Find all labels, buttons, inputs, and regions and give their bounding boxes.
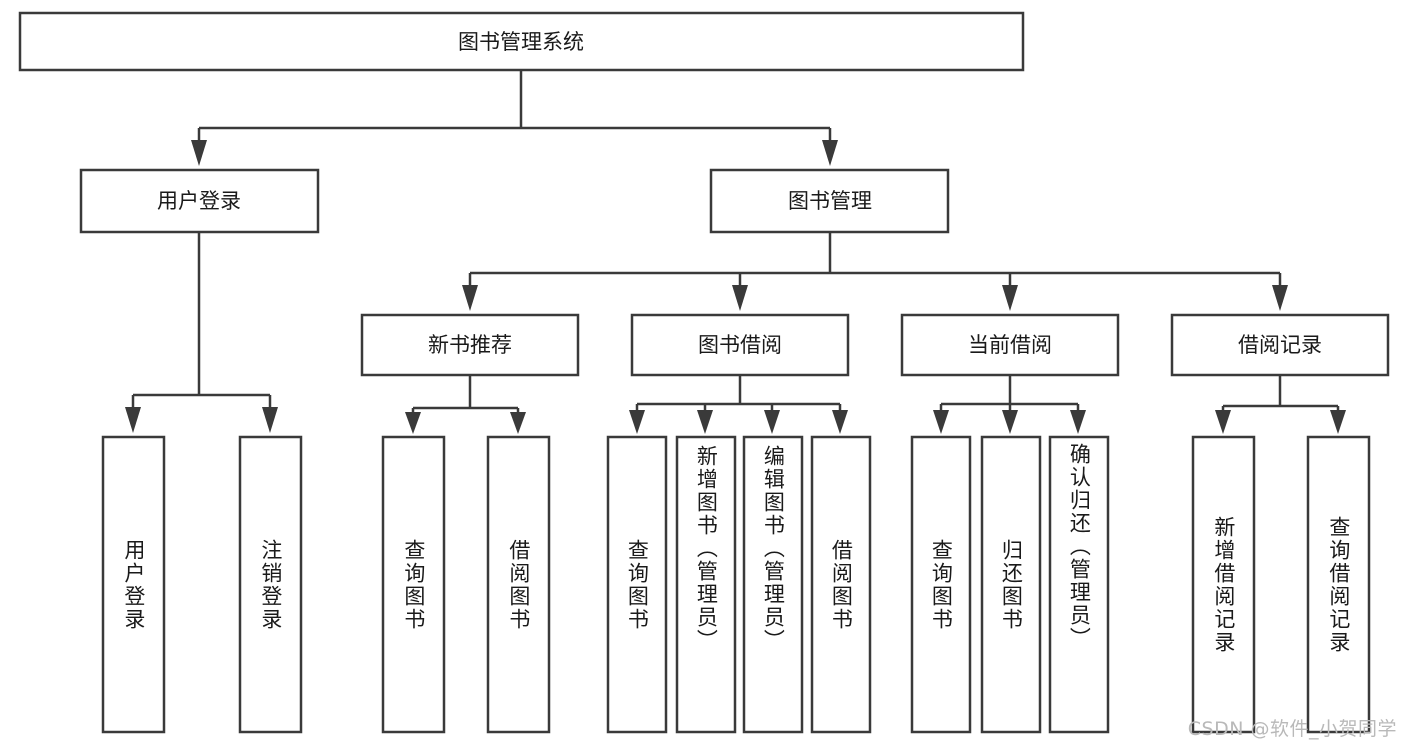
node-current-borrow-label: 当前借阅	[968, 333, 1052, 357]
leaf-box-borrow-records-0[interactable]	[1191, 435, 1256, 734]
node-user-login-label: 用户登录	[157, 189, 241, 213]
leaf-box-current-borrow-1[interactable]	[980, 435, 1042, 734]
arrow-head-cb-leaf-0	[933, 410, 949, 434]
node-root-box[interactable]	[18, 11, 1025, 72]
leaf-box-new-book-1[interactable]	[486, 435, 551, 734]
arrow-head-cb-leaf-1	[1002, 410, 1018, 434]
node-book-borrow-label: 图书借阅	[698, 333, 782, 357]
arrow-head-l3-book-borrow	[732, 285, 748, 311]
arrow-head-bb-leaf-1	[697, 410, 713, 434]
node-root-label: 图书管理系统	[458, 30, 584, 54]
leaf-box-book-borrow-0[interactable]	[606, 435, 668, 734]
leaf-box-current-borrow-0[interactable]	[910, 435, 972, 734]
node-book-management-box[interactable]	[709, 168, 950, 234]
leaf-box-book-borrow-2[interactable]	[742, 435, 804, 734]
node-borrow-records-label: 借阅记录	[1238, 333, 1322, 357]
node-book-management-label: 图书管理	[788, 189, 872, 213]
arrow-head-user-login	[191, 140, 207, 166]
connector-group-root	[191, 70, 838, 166]
leaf-box-book-borrow-1[interactable]	[675, 435, 737, 734]
node-current-borrow[interactable]: 当前借阅	[900, 313, 1120, 377]
arrow-head-ul-leaf-0	[125, 407, 141, 433]
leaf-box-current-borrow-2[interactable]	[1048, 435, 1110, 734]
node-user-login[interactable]: 用户登录	[79, 168, 320, 234]
arrow-head-br-leaf-1	[1330, 410, 1346, 434]
arrow-head-book-mgmt	[822, 140, 838, 166]
arrow-head-br-leaf-0	[1215, 410, 1231, 434]
arrow-head-bb-leaf-0	[629, 410, 645, 434]
watermark-text: CSDN @软件_小贺同学	[1187, 718, 1397, 740]
node-current-borrow-box[interactable]	[900, 313, 1120, 377]
leaf-box-borrow-records-1[interactable]	[1306, 435, 1371, 734]
connector-group-new-book	[405, 375, 526, 434]
node-new-book-recommend[interactable]: 新书推荐	[360, 313, 580, 377]
connector-group-borrow-records	[1215, 375, 1346, 434]
node-book-borrow-box[interactable]	[630, 313, 850, 377]
node-root[interactable]: 图书管理系统	[18, 11, 1025, 72]
node-new-book-recommend-box[interactable]	[360, 313, 580, 377]
arrow-head-l3-new-book	[462, 285, 478, 311]
leaf-box-user-login-0[interactable]	[101, 435, 166, 734]
connector-group-current-borrow	[933, 375, 1086, 434]
arrow-head-l3-borrow-records	[1272, 285, 1288, 311]
node-borrow-records-box[interactable]	[1170, 313, 1390, 377]
arrow-head-ul-leaf-1	[262, 407, 278, 433]
leaf-box-new-book-0[interactable]	[381, 435, 446, 734]
leaf-box-user-login-1[interactable]	[238, 435, 303, 734]
arrow-head-bb-leaf-3	[832, 410, 848, 434]
connector-group-book-borrow	[629, 375, 848, 434]
node-new-book-recommend-label: 新书推荐	[428, 333, 512, 357]
arrow-head-cb-leaf-2	[1070, 410, 1086, 434]
leaf-box-book-borrow-3[interactable]	[810, 435, 872, 734]
node-book-management[interactable]: 图书管理	[709, 168, 950, 234]
node-borrow-records[interactable]: 借阅记录	[1170, 313, 1390, 377]
arrow-head-bb-leaf-2	[764, 410, 780, 434]
arrow-head-l3-current-borrow	[1002, 285, 1018, 311]
connector-group-book-mgmt	[462, 232, 1288, 311]
connector-group-user-login	[125, 232, 278, 433]
node-user-login-box[interactable]	[79, 168, 320, 234]
arrow-head-nb-leaf-1	[510, 412, 526, 434]
arrow-head-nb-leaf-0	[405, 412, 421, 434]
node-book-borrow[interactable]: 图书借阅	[630, 313, 850, 377]
